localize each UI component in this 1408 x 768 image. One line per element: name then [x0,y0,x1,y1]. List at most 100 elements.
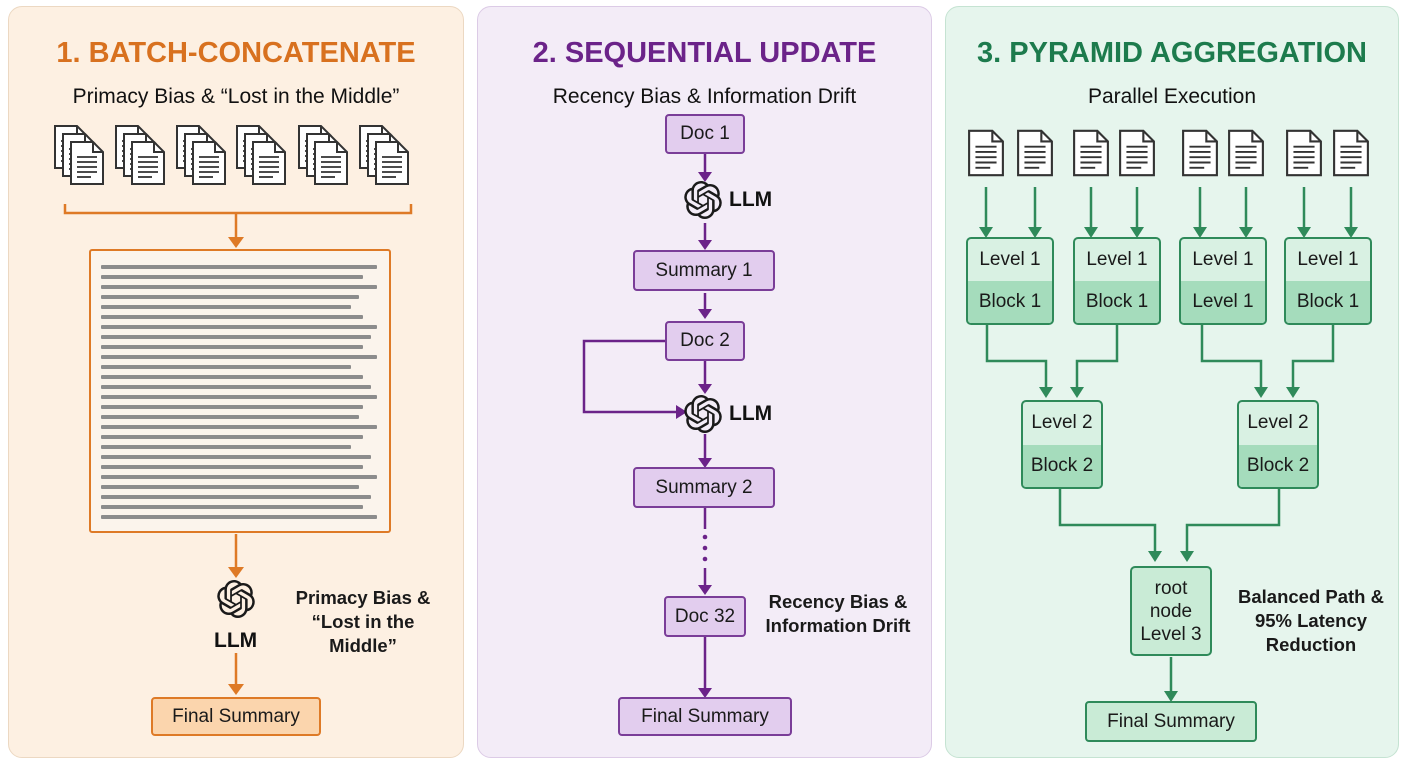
doc-32-node: Doc 32 [664,596,746,637]
annotation-line: Recency Bias & [768,591,908,612]
level-1-block: Level 1 Block 1 [1284,237,1372,325]
block-id-label: Block 2 [1239,444,1317,487]
batch-connectors [63,204,413,695]
panel-title: 3. PYRAMID AGGREGATION [977,37,1367,69]
sequential-update-panel: 2. SEQUENTIAL UPDATE Recency Bias & Info… [477,6,932,758]
document-icon [374,140,410,191]
openai-logo-icon [684,395,722,433]
block-id-label: Block 1 [968,281,1052,323]
batch-annotation: Primacy Bias & “Lost in the Middle” [283,586,443,658]
text-line [101,505,363,509]
concatenated-text-page [89,249,391,533]
root-level-label: Level 3 [1140,623,1202,645]
doc-2-node: Doc 2 [665,321,745,361]
text-line [101,325,377,329]
text-line [101,295,359,299]
panel-subtitle: Primacy Bias & “Lost in the Middle” [72,85,400,108]
final-summary-node: Final Summary [1085,701,1257,742]
annotation-line: Balanced Path & [1238,586,1384,607]
annotation-line: Information Drift [765,615,911,636]
document-icon [191,140,227,191]
document-icon [1016,127,1054,184]
doc-1-node: Doc 1 [665,114,745,154]
final-summary-node: Final Summary [618,697,792,736]
text-line [101,375,363,379]
annotation-line: “Lost in the [311,611,415,632]
panel-subtitle: Parallel Execution [1087,85,1257,108]
final-summary-node: Final Summary [151,697,321,736]
block-id-label: Level 1 [1181,281,1265,323]
text-line [101,495,371,499]
batch-concatenate-panel: 1. BATCH-CONCATENATE Primacy Bias & “Los… [8,6,464,758]
block-level-label: Level 1 [1086,249,1148,270]
annotation-line: Reduction [1265,634,1357,655]
openai-logo-icon [684,181,722,219]
document-icon [1285,127,1323,184]
text-line [101,305,351,309]
panel-subtitle: Recency Bias & Information Drift [552,85,857,108]
document-icon [1227,127,1265,184]
annotation-line: 95% Latency [1254,610,1368,631]
text-line [101,285,377,289]
document-icon [1332,127,1370,184]
block-level-label: Level 2 [1031,412,1093,434]
level-1-block: Level 1 Level 1 [1179,237,1267,325]
block-level-label: Level 1 [979,249,1041,270]
level-2-block: Level 2 Block 2 [1237,400,1319,489]
document-icon [313,140,349,191]
document-icon [1072,127,1110,184]
level-1-block: Level 1 Block 1 [966,237,1054,325]
document-icon [130,140,166,191]
panel-title: 2. SEQUENTIAL UPDATE [532,37,877,69]
openai-logo-icon [217,580,255,618]
pyramid-annotation: Balanced Path & 95% Latency Reduction [1229,585,1393,657]
text-line [101,465,363,469]
llm-label: LLM [729,188,773,211]
level-1-block: Level 1 Block 1 [1073,237,1161,325]
document-icon [69,140,105,191]
annotation-line: Primacy Bias & [295,587,431,608]
text-line [101,315,363,319]
block-id-label: Block 1 [1075,281,1159,323]
text-line [101,395,377,399]
text-line [101,515,377,519]
root-node: root node Level 3 [1130,566,1212,656]
text-line [101,455,371,459]
text-line [101,405,363,409]
text-line [101,445,351,449]
text-line [101,385,371,389]
root-label: root [1154,577,1188,599]
document-icon [967,127,1005,184]
annotation-line: Middle” [329,635,397,656]
text-line [101,435,363,439]
llm-label: LLM [729,402,773,425]
summary-1-node: Summary 1 [633,250,775,291]
document-icon [1181,127,1219,184]
text-line [101,365,351,369]
pyramid-aggregation-panel: 3. PYRAMID AGGREGATION Parallel Executio… [945,6,1399,758]
block-level-label: Level 1 [1192,249,1254,270]
text-line [101,335,371,339]
text-line [101,425,377,429]
block-level-label: Level 1 [1297,249,1359,270]
panel-title: 1. BATCH-CONCATENATE [56,37,416,69]
text-line [101,345,363,349]
pyramid-connectors [979,187,1358,702]
root-label: node [1149,600,1193,622]
document-icon [1118,127,1156,184]
llm-label: LLM [214,629,258,652]
block-id-label: Block 1 [1286,281,1370,323]
text-line [101,265,377,269]
sequential-connectors [582,154,712,698]
text-line [101,415,359,419]
document-icon [251,140,287,191]
sequential-annotation: Recency Bias & Information Drift [758,590,918,638]
block-level-label: Level 2 [1247,412,1309,434]
level-2-block: Level 2 Block 2 [1021,400,1103,489]
text-line [101,485,359,489]
text-line [101,475,377,479]
text-line [101,275,363,279]
block-id-label: Block 2 [1023,444,1101,487]
summary-2-node: Summary 2 [633,467,775,508]
text-line [101,355,377,359]
